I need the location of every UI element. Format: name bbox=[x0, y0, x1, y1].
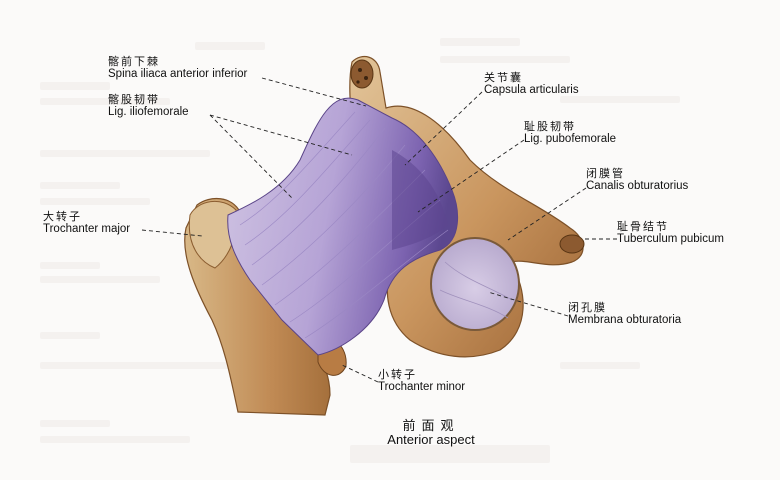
label-membrana-obturatoria: 闭孔膜 Membrana obturatoria bbox=[568, 301, 681, 327]
label-en: Canalis obturatorius bbox=[586, 180, 689, 192]
label-lig-pubofemorale: 耻股韧带 Lig. pubofemorale bbox=[524, 120, 616, 146]
label-en: Capsula articularis bbox=[484, 84, 579, 96]
bleed-through-block bbox=[40, 98, 170, 105]
bleed-through-block bbox=[440, 56, 570, 63]
label-en: Tuberculum pubicum bbox=[617, 233, 724, 245]
label-en: Trochanter minor bbox=[378, 381, 466, 393]
label-zh: 大转子 bbox=[43, 210, 82, 223]
label-zh: 闭孔膜 bbox=[568, 301, 607, 314]
bleed-through-block bbox=[40, 362, 230, 369]
label-zh: 耻骨结节 bbox=[617, 220, 669, 233]
label-zh: 关节囊 bbox=[484, 71, 523, 84]
label-spina-iliaca: 髂前下棘 Spina iliaca anterior inferior bbox=[108, 55, 247, 81]
bleed-through-block bbox=[560, 96, 680, 103]
caption-en: Anterior aspect bbox=[387, 432, 475, 447]
bleed-through-block bbox=[40, 198, 150, 205]
leader-capsula bbox=[404, 91, 483, 166]
label-lig-iliofemorale: 髂股韧带 Lig. iliofemorale bbox=[108, 93, 189, 119]
caption-zh: 前面观 bbox=[402, 419, 460, 434]
label-trochanter-minor: 小转子 Trochanter minor bbox=[378, 368, 465, 394]
label-en: Lig. iliofemorale bbox=[108, 106, 189, 118]
label-zh: 小转子 bbox=[378, 368, 417, 381]
label-capsula-articularis: 关节囊 Capsula articularis bbox=[484, 71, 579, 97]
leader-canalis bbox=[507, 187, 587, 241]
label-canalis-obturatorius: 闭膜管 Canalis obturatorius bbox=[586, 167, 688, 193]
leader-iliofemorale-b bbox=[209, 114, 353, 156]
label-en: Membrana obturatoria bbox=[568, 314, 682, 326]
label-zh: 耻股韧带 bbox=[524, 120, 576, 133]
leader-iliofemorale-a bbox=[209, 114, 293, 199]
bleed-through-block bbox=[40, 262, 100, 269]
pubic-tubercle bbox=[559, 234, 585, 254]
bleed-through-block bbox=[40, 420, 110, 427]
bleed-through-block bbox=[40, 436, 190, 443]
bleed-through-block bbox=[40, 276, 160, 283]
bleed-through-block bbox=[40, 82, 110, 90]
bleed-through-block bbox=[40, 150, 210, 157]
bone-cut-surface bbox=[350, 59, 374, 89]
label-en: Spina iliaca anterior inferior bbox=[108, 68, 248, 80]
label-trochanter-major: 大转子 Trochanter major bbox=[43, 210, 130, 236]
label-en: Trochanter major bbox=[43, 223, 131, 235]
bleed-through-block bbox=[40, 182, 120, 189]
bleed-through-block bbox=[350, 445, 550, 463]
leader-trochanter-minor bbox=[341, 364, 379, 383]
greater-trochanter bbox=[188, 200, 238, 269]
label-zh: 闭膜管 bbox=[586, 167, 625, 180]
leader-spina bbox=[261, 77, 367, 107]
bleed-through-block bbox=[560, 362, 640, 369]
bleed-through-block bbox=[195, 42, 265, 50]
bleed-through-block bbox=[440, 38, 520, 46]
label-tuberculum-pubicum: 耻骨结节 Tuberculum pubicum bbox=[617, 220, 724, 246]
bleed-through-block bbox=[40, 332, 100, 339]
label-en: Lig. pubofemorale bbox=[524, 133, 617, 145]
label-zh: 髂前下棘 bbox=[108, 55, 160, 68]
leader-trochanter-major bbox=[141, 229, 203, 237]
leader-pubofemorale bbox=[417, 139, 525, 213]
figure-caption: 前面观 Anterior aspect bbox=[381, 420, 481, 446]
label-zh: 髂股韧带 bbox=[108, 93, 160, 106]
obturator-membrane bbox=[430, 237, 520, 331]
